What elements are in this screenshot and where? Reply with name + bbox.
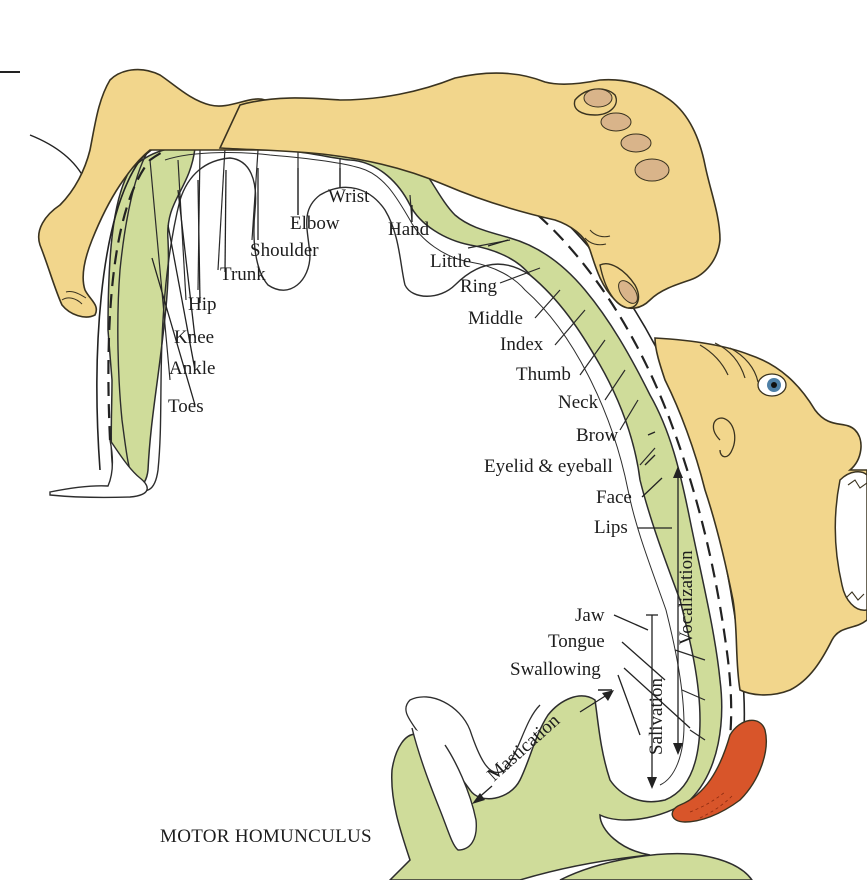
label-elbow: Elbow	[290, 213, 340, 234]
diagram-caption: MOTOR HOMUNCULUS	[160, 826, 372, 847]
fingernail	[601, 113, 631, 131]
leader-tongue	[622, 642, 665, 680]
label-ring: Ring	[460, 276, 497, 297]
sulcus-line	[252, 150, 258, 240]
label-middle: Middle	[468, 308, 523, 329]
fingernail	[621, 134, 651, 152]
label-eyelid-eyeball: Eyelid & eyeball	[484, 456, 613, 477]
leader-trunk	[225, 170, 226, 272]
label-thumb: Thumb	[516, 364, 571, 385]
label-neck: Neck	[558, 392, 599, 413]
arrow-right-icon	[602, 690, 614, 701]
label-jaw: Jaw	[575, 605, 605, 626]
label-vocalization: Vocalization	[676, 550, 697, 645]
label-trunk: Trunk	[220, 264, 266, 285]
label-shoulder: Shoulder	[250, 240, 319, 261]
label-ankle: Ankle	[169, 358, 215, 379]
label-little: Little	[430, 251, 471, 272]
label-wrist: Wrist	[328, 186, 370, 207]
arrow-down-icon	[647, 777, 657, 789]
salivation-leader	[618, 675, 640, 735]
label-index: Index	[500, 334, 544, 355]
label-brow: Brow	[576, 425, 619, 446]
label-salivation: Salivation	[646, 677, 667, 755]
label-face: Face	[596, 487, 632, 508]
label-swallowing: Swallowing	[510, 659, 601, 680]
fingernail	[584, 89, 612, 107]
label-hip: Hip	[188, 294, 217, 315]
leader-jaw	[614, 615, 648, 630]
label-toes: Toes	[168, 396, 204, 417]
label-knee: Knee	[174, 327, 214, 348]
label-lips: Lips	[594, 517, 628, 538]
label-tongue: Tongue	[548, 631, 605, 652]
fingernail	[635, 159, 669, 181]
cortex-edge-left	[30, 135, 85, 180]
leader-knee	[178, 190, 195, 338]
sulcus-line	[218, 148, 225, 270]
label-hand: Hand	[388, 219, 430, 240]
pupil	[771, 382, 777, 388]
